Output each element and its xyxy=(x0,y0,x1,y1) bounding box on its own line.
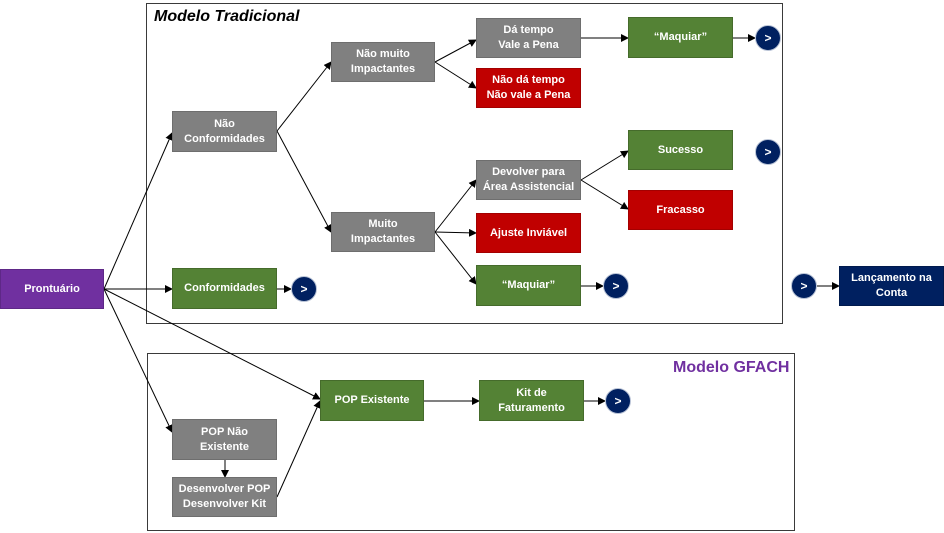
devolver-box: Devolver para Área Assistencial xyxy=(476,160,581,200)
edge-nao-muito-nao-da-tempo xyxy=(434,61,477,89)
fracasso-box: Fracasso xyxy=(628,190,733,230)
muito-impactantes-box: Muito Impactantes xyxy=(331,212,435,252)
pop-existente-box: POP Existente xyxy=(320,380,424,421)
edge-desenvolver-pop xyxy=(276,400,321,498)
desenvolver-box: Desenvolver POP Desenvolver Kit xyxy=(172,477,277,517)
edge-muito-ajuste xyxy=(434,228,477,237)
maquiar-top-box: “Maquiar” xyxy=(628,17,733,58)
traditional-model-title: Modelo Tradicional xyxy=(154,8,300,25)
kit-faturamento-box: Kit de Faturamento xyxy=(479,380,584,421)
edge-nao-conf-muito xyxy=(276,130,332,233)
connector-circle-maquiar-top: > xyxy=(755,25,781,51)
edge-devolver-sucesso xyxy=(580,150,629,181)
edge-prontuario-nao-conformidades xyxy=(103,132,173,290)
connector-circle-sucesso: > xyxy=(755,139,781,165)
connector-circle-lancamento: > xyxy=(791,273,817,299)
edge-devolver-fracasso xyxy=(580,179,629,210)
lancamento-box: Lançamento na Conta xyxy=(839,266,944,306)
edge-nao-conf-nao-muito xyxy=(276,61,332,132)
edge-nao-muito-da-tempo xyxy=(434,39,477,63)
edge-muito-devolver xyxy=(434,179,477,233)
edge-prontuario-pop-nao-existente xyxy=(103,288,173,433)
gfach-model-frame xyxy=(147,353,795,531)
ajuste-inviavel-box: Ajuste Inviável xyxy=(476,213,581,253)
connector-circle-kit: > xyxy=(605,388,631,414)
traditional-model-frame xyxy=(146,3,783,324)
da-tempo-box: Dá tempo Vale a Pena xyxy=(476,18,581,58)
prontuario-box: Prontuário xyxy=(0,269,104,309)
nao-da-tempo-box: Não dá tempo Não vale a Pena xyxy=(476,68,581,108)
gfach-model-title: Modelo GFACH xyxy=(673,359,790,376)
connector-circle-maquiar-bottom: > xyxy=(603,273,629,299)
edge-muito-maquiar xyxy=(434,231,477,285)
edge-prontuario-pop-existente xyxy=(103,288,321,400)
pop-nao-existente-box: POP Não Existente xyxy=(172,419,277,460)
sucesso-box: Sucesso xyxy=(628,130,733,170)
connector-circle-conformidades: > xyxy=(291,276,317,302)
maquiar-bottom-box: “Maquiar” xyxy=(476,265,581,306)
conformidades-box: Conformidades xyxy=(172,268,277,309)
nao-muito-impactantes-box: Não muito Impactantes xyxy=(331,42,435,82)
nao-conformidades-box: Não Conformidades xyxy=(172,111,277,152)
